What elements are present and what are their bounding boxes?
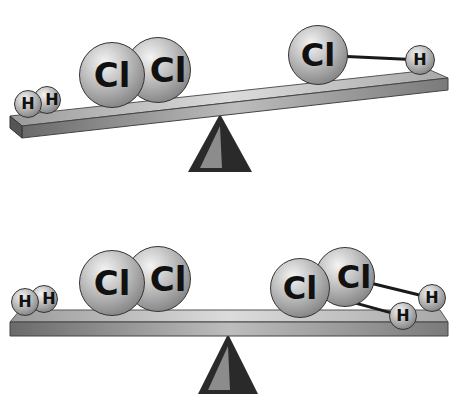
element-symbol: Cl [301,39,335,71]
plank-top [10,70,448,126]
atom-sphere: H [14,90,42,118]
fulcrum [188,114,252,172]
tilted-seesaw [10,70,448,172]
element-symbol: H [425,290,438,306]
atom-sphere: Cl [270,258,330,318]
atom-sphere: H [389,302,417,330]
chemical-bond [347,56,406,59]
element-symbol: H [396,308,409,324]
element-symbol: Cl [94,58,131,92]
chemical-bond [373,284,419,295]
element-symbol: H [45,92,58,108]
element-symbol: Cl [283,272,317,304]
atom-sphere: H [418,284,446,312]
element-symbol: H [413,52,426,68]
plank-end [10,116,22,138]
element-symbol: Cl [94,266,131,300]
fulcrum [198,334,258,394]
element-symbol: Cl [150,262,187,296]
fulcrum-face [200,126,222,168]
fulcrum-face [208,346,230,390]
balanced-seesaw [10,310,448,394]
element-symbol: H [21,96,34,112]
plank-front [10,322,448,336]
atom-sphere: Cl [79,42,145,108]
atom-sphere: H [11,288,39,316]
element-symbol: H [42,291,55,307]
element-symbol: Cl [150,53,187,87]
atom-sphere: H [405,45,435,75]
atom-sphere: Cl [79,250,145,316]
element-symbol: H [18,294,31,310]
atom-sphere: Cl [288,25,348,85]
element-symbol: Cl [337,261,371,293]
